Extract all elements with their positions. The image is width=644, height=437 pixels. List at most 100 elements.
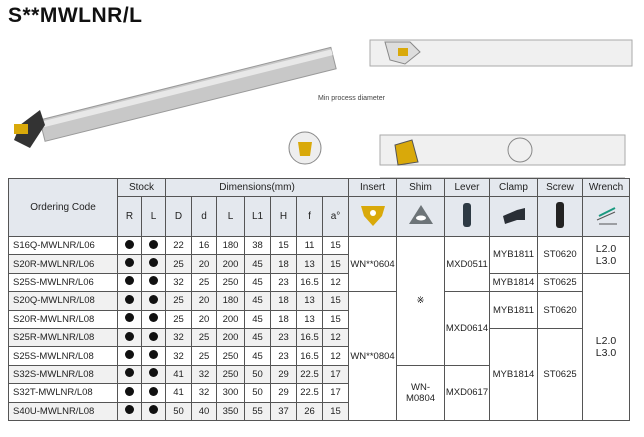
- dim-D: 25: [165, 291, 192, 311]
- dim-L1: 45: [244, 309, 271, 329]
- clamp-icon: [489, 196, 538, 237]
- dim-H: 23: [270, 346, 297, 366]
- tool-illustration: [14, 39, 633, 178]
- in-stock-dot-icon: [125, 239, 134, 249]
- dim-H: 23: [270, 327, 297, 348]
- wrench-part: L2.0 L3.0: [582, 236, 630, 274]
- dim-f: 16.5: [296, 346, 323, 366]
- in-stock-dot-icon: [149, 368, 158, 378]
- min-process-diameter-label: Min process diameter: [318, 95, 385, 102]
- dim-a: 17: [322, 383, 349, 403]
- dim-H: 23: [270, 272, 297, 293]
- ordering-code: S25R-MWLNR/L08: [8, 327, 118, 348]
- in-stock-dot-icon: [149, 258, 158, 268]
- clamp-part: MYB1811: [489, 291, 538, 329]
- header-ordering-code: Ordering Code: [8, 178, 118, 237]
- dim-a: 15: [322, 401, 349, 421]
- dim-H: 18: [270, 291, 297, 311]
- header-wrench: Wrench: [582, 178, 630, 197]
- in-stock-dot-icon: [125, 405, 134, 415]
- header-length: L: [216, 196, 245, 237]
- dim-L: 200: [216, 309, 245, 329]
- in-stock-dot-icon: [149, 405, 158, 415]
- header-D: D: [165, 196, 192, 237]
- in-stock-dot-icon: [125, 258, 134, 268]
- lever-icon: [444, 196, 490, 237]
- screw-icon: [537, 196, 583, 237]
- dim-D: 25: [165, 309, 192, 329]
- dim-d: 25: [191, 272, 217, 293]
- ordering-code: S32T-MWLNR/L08: [8, 383, 118, 403]
- dim-d: 25: [191, 327, 217, 348]
- header-insert: Insert: [348, 178, 397, 197]
- dim-L: 300: [216, 383, 245, 403]
- dim-d: 40: [191, 401, 217, 421]
- clamp-part: MYB1814: [489, 272, 538, 293]
- lever-part: MXD0511: [444, 235, 490, 293]
- clamp-part: MYB1811: [489, 236, 538, 274]
- dim-d: 20: [191, 309, 217, 329]
- stock-l: [141, 309, 166, 329]
- stock-l: [141, 235, 166, 256]
- insert-icon: [348, 196, 397, 237]
- dim-f: 13: [296, 291, 323, 311]
- header-f: f: [296, 196, 323, 237]
- dim-a: 12: [322, 272, 349, 293]
- page-title: S**MWLNR/L: [8, 4, 143, 27]
- dim-D: 25: [165, 254, 192, 274]
- dim-D: 41: [165, 364, 192, 385]
- in-stock-dot-icon: [125, 350, 134, 360]
- stock-r: [117, 364, 142, 385]
- wrench-part: L2.0 L3.0: [582, 272, 630, 421]
- clamp-part: MYB1814: [489, 327, 538, 421]
- dim-f: 22.5: [296, 364, 323, 385]
- dim-H: 18: [270, 309, 297, 329]
- stock-l: [141, 272, 166, 293]
- stock-r: [117, 327, 142, 348]
- in-stock-dot-icon: [125, 331, 134, 341]
- stock-r: [117, 346, 142, 366]
- stock-l: [141, 383, 166, 403]
- screw-part: ST0620: [537, 291, 583, 329]
- ordering-code: S20Q-MWLNR/L08: [8, 291, 118, 311]
- dim-L: 250: [216, 272, 245, 293]
- lever-part: MXD0614: [444, 291, 490, 366]
- in-stock-dot-icon: [149, 331, 158, 341]
- dim-d: 20: [191, 254, 217, 274]
- dim-D: 41: [165, 383, 192, 403]
- dim-d: 16: [191, 235, 217, 256]
- stock-l: [141, 401, 166, 421]
- dim-L1: 55: [244, 401, 271, 421]
- header-shim: Shim: [396, 178, 445, 197]
- in-stock-dot-icon: [125, 386, 134, 396]
- stock-r: [117, 383, 142, 403]
- dim-H: 18: [270, 254, 297, 274]
- dim-L: 180: [216, 291, 245, 311]
- dim-H: 37: [270, 401, 297, 421]
- ordering-code: S25S-MWLNR/L06: [8, 272, 118, 293]
- dim-a: 15: [322, 254, 349, 274]
- dim-D: 32: [165, 272, 192, 293]
- dim-L: 180: [216, 235, 245, 256]
- header-h: H: [270, 196, 297, 237]
- insert-part: WN**0804: [348, 291, 397, 421]
- shim-part: ※: [396, 236, 445, 366]
- stock-r: [117, 291, 142, 311]
- in-stock-dot-icon: [149, 386, 158, 396]
- dim-L1: 50: [244, 383, 271, 403]
- dim-L: 200: [216, 327, 245, 348]
- dim-L1: 45: [244, 327, 271, 348]
- dim-a: 12: [322, 346, 349, 366]
- dim-f: 11: [296, 235, 323, 256]
- dim-f: 13: [296, 309, 323, 329]
- shim-part: WN-M0804: [396, 364, 445, 421]
- dim-L1: 50: [244, 364, 271, 385]
- dim-L: 200: [216, 254, 245, 274]
- dim-a: 15: [322, 291, 349, 311]
- ordering-code: S25S-MWLNR/L08: [8, 346, 118, 366]
- in-stock-dot-icon: [125, 294, 134, 304]
